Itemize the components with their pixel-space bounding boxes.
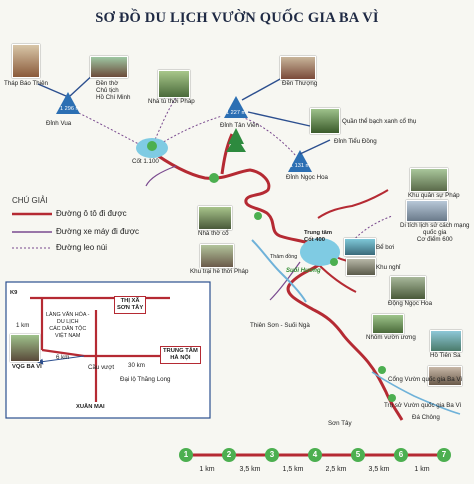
route-markers xyxy=(147,141,396,402)
peak-vua-height: 1 296 m xyxy=(60,106,81,112)
inset-1km: 1 km xyxy=(16,322,30,329)
label-khu-trai-he: Khu trại hè thời Pháp xyxy=(190,268,249,275)
inset-cau-vuot: Cầu vượt xyxy=(88,364,115,371)
inset-6km: 6 km xyxy=(56,354,70,361)
river xyxy=(251,239,307,303)
label-cong-vuon: Cổng Vườn quốc gia Ba Vì xyxy=(388,376,463,383)
photo-dong-ngoc-hoa xyxy=(390,276,426,300)
photo-nhom-vuon xyxy=(372,314,404,334)
photo-den-thuong xyxy=(280,56,316,80)
label-nha-tho-co: Nhà thờ cổ xyxy=(198,230,229,237)
photo-be-boi xyxy=(344,238,376,256)
label-nhom-vuon: Nhóm vườn ương xyxy=(366,334,416,341)
legend-moto-road: Đường xe máy đi được xyxy=(56,227,140,236)
step-3: 3 xyxy=(269,450,275,459)
label-ho-tien-sa: Hồ Tiên Sa xyxy=(430,352,461,359)
label-dinh-tan-vien: Đỉnh Tản Viên xyxy=(220,122,259,129)
label-dinh-tieu-dong: Đỉnh Tiểu Đồng xyxy=(334,138,377,145)
dist-5-6: 3,5 km xyxy=(368,466,390,473)
photo-di-tich xyxy=(406,200,448,222)
peak-dinh-tan-vien xyxy=(224,96,248,118)
photo-vqg-inset xyxy=(10,334,40,362)
legend-car-road: Đường ô tô đi được xyxy=(56,209,127,218)
dist-2-3: 3,5 km xyxy=(239,466,261,473)
photo-thap-bao-thien xyxy=(12,44,40,78)
legend-trail: Đường leo núi xyxy=(56,243,108,252)
label-dinh-vua: Đỉnh Vua xyxy=(46,120,72,127)
dist-3-4: 1,5 km xyxy=(282,466,304,473)
step-6: 6 xyxy=(398,450,404,459)
label-dinh-ngoc-hoa: Đỉnh Ngọc Hoa xyxy=(286,174,328,181)
cot-400-area xyxy=(300,238,340,266)
inset-lang-van-hoa: LÀNG VĂN HÓA - DU LỊCH CÁC DÂN TỘC VIỆT … xyxy=(46,312,90,339)
label-di-tich: Di tích lịch sử cách mạng quốc gia Cơ đi… xyxy=(400,222,470,243)
label-cot-1100: Cốt 1.100 xyxy=(132,158,159,165)
dist-1-2: 1 km xyxy=(199,466,215,473)
step-7: 7 xyxy=(441,450,447,459)
peak-ngoc-hoa-height: 1 131 m xyxy=(290,163,311,169)
inset-thi-xa: THỊ XÃ SƠN TÂY xyxy=(114,296,147,314)
dist-4-5: 2,5 km xyxy=(325,466,347,473)
step-markers xyxy=(179,448,451,462)
label-den-thuong: Đền Thượng xyxy=(282,80,318,87)
peak-tan-vien-height: 1 227 m xyxy=(226,110,247,116)
peak-dinh-ngoc-hoa xyxy=(288,150,312,172)
legend-title: CHÚ GIẢI xyxy=(12,196,48,205)
inset-xuan-mai: XUÂN MAI xyxy=(76,404,105,410)
photo-nha-tho-co xyxy=(198,206,232,230)
dist-6-7: 1 km xyxy=(414,466,430,473)
photo-khu-trai-he xyxy=(200,244,234,268)
label-thien-son: Thiên Sơn - Suối Ngà xyxy=(250,322,310,329)
photo-khu-nghi xyxy=(346,258,376,276)
label-da-chong: Đá Chông xyxy=(412,414,440,421)
inset-trung-tam: TRUNG TÂM HÀ NỘI xyxy=(160,346,201,364)
step-4: 4 xyxy=(312,450,318,459)
photo-ho-tien-sa xyxy=(430,330,462,352)
label-nha-tu-phap: Nhà tù thời Pháp xyxy=(148,98,195,105)
inset-k9: K9 xyxy=(10,290,18,296)
inset-dai-lo: Đại lộ Thăng Long xyxy=(120,376,171,383)
label-dong-ngoc-hoa: Động Ngọc Hoa xyxy=(388,300,433,307)
label-trung-tam: Trung tâm Cốt 400 xyxy=(304,230,333,243)
step-1: 1 xyxy=(183,450,189,459)
label-den-tho-bac: Đền thờ Chủ tịch Hồ Chí Minh xyxy=(96,80,131,101)
peak-dinh-vua xyxy=(56,92,80,114)
label-tru-so: Trụ sở Vườn quốc gia Ba Vì xyxy=(384,402,462,409)
inset-vqg: VQG BA VÌ xyxy=(12,364,42,370)
photo-den-tho-bac xyxy=(90,56,128,78)
photo-nha-tu-phap xyxy=(158,70,190,98)
label-thap-bao-thien: Tháp Báo Thiên xyxy=(4,80,48,87)
step-5: 5 xyxy=(355,450,361,459)
label-khu-quan-su: Khu quân sự Pháp xyxy=(408,192,460,199)
label-khu-nghi: Khu nghỉ xyxy=(376,264,401,271)
label-tham-dong: Thảm đồng xyxy=(270,254,298,260)
page-title: SƠ ĐỒ DU LỊCH VƯỜN QUỐC GIA BA VÌ xyxy=(95,10,379,26)
label-be-boi: Bể bơi xyxy=(376,244,395,251)
photo-cong-vuon xyxy=(428,366,462,386)
label-son-tay: Sơn Tây xyxy=(328,420,352,427)
label-quan-the: Quần thể bạch xanh cổ thụ xyxy=(342,118,417,125)
inset-30km: 30 km xyxy=(128,362,145,369)
photo-khu-quan-su xyxy=(410,168,448,192)
photo-quan-the xyxy=(310,108,340,134)
label-suoi-huong: Suối Hương xyxy=(286,268,321,274)
step-2: 2 xyxy=(226,450,232,459)
